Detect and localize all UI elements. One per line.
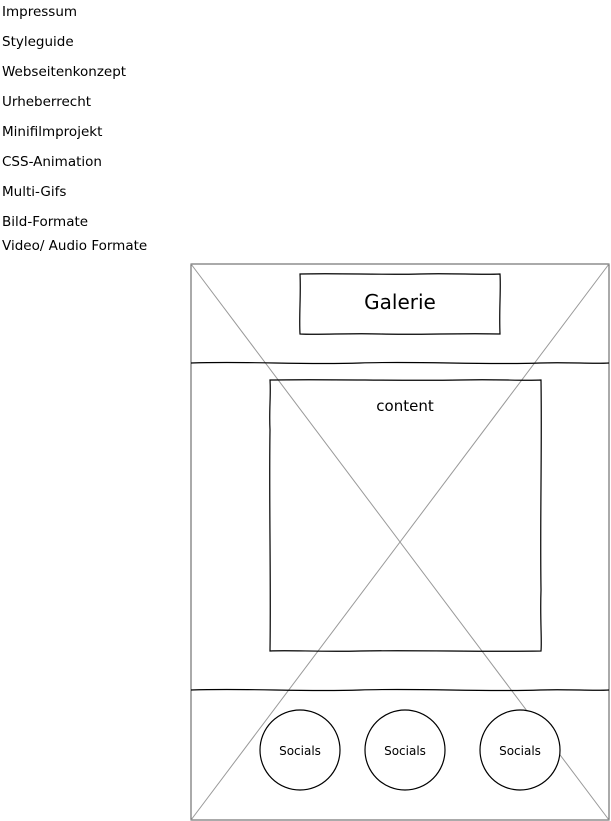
socials-circle [364, 709, 446, 791]
socials-label: Socials [499, 744, 541, 758]
nav-link-minifilmprojekt[interactable]: Minifilmprojekt [2, 124, 103, 140]
nav-link-webseitenkonzept[interactable]: Webseitenkonzept [2, 64, 127, 80]
nav-link-video-audio-formate[interactable]: Video/ Audio Formate [2, 238, 148, 254]
nav-link-urheberrecht[interactable]: Urheberrecht [2, 94, 92, 110]
header-divider [190, 361, 610, 365]
socials-circle [259, 709, 341, 791]
nav-link-impressum[interactable]: Impressum [2, 4, 78, 20]
wireframe-outer-frame [190, 263, 610, 821]
footer-divider [190, 688, 610, 692]
socials-label: Socials [384, 744, 426, 758]
socials-circle [479, 709, 561, 791]
nav-link-styleguide[interactable]: Styleguide [2, 34, 74, 50]
content-label: content [376, 397, 434, 415]
content-box [269, 379, 542, 652]
header-title: Galerie [364, 290, 436, 314]
nav-link-bild-formate[interactable]: Bild-Formate [2, 214, 89, 230]
nav-link-multi-gifs[interactable]: Multi-Gifs [2, 184, 67, 200]
nav-link-css-animation[interactable]: CSS-Animation [2, 154, 102, 170]
header-title-box [299, 273, 501, 335]
placeholder-cross-line [190, 263, 610, 821]
socials-label: Socials [279, 744, 321, 758]
